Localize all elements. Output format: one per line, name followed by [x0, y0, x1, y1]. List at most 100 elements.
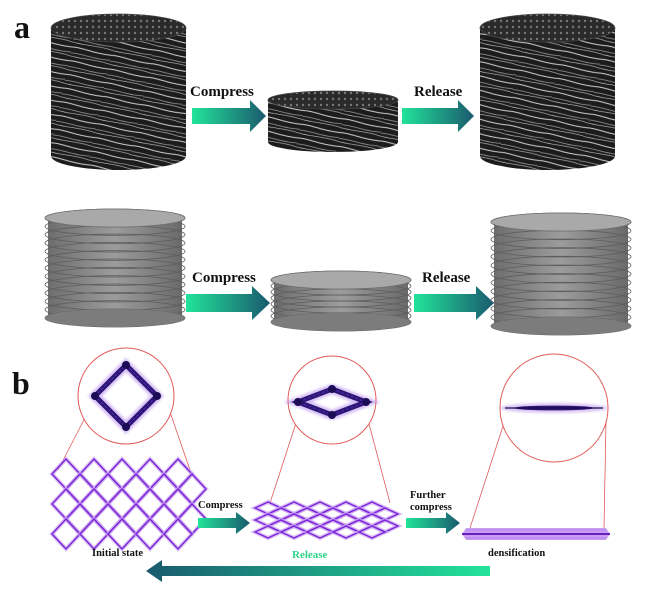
compress-label-row1: Compress — [190, 84, 254, 100]
cylinder-layer — [490, 264, 632, 284]
mesh-cell — [331, 525, 361, 539]
mesh-node — [328, 385, 336, 393]
mesh-node — [328, 411, 336, 419]
zoom-mesh-line — [500, 403, 608, 413]
mesh-cell — [357, 525, 387, 539]
panel-label-b: b — [12, 365, 30, 401]
mesh-cell-glow — [63, 471, 97, 507]
initial-state-label: Initial state — [92, 548, 143, 559]
further-label-line2: compress — [410, 502, 452, 513]
release-label-b: Release — [292, 549, 328, 561]
mesh-cell — [107, 517, 137, 551]
mesh-cell — [163, 487, 193, 521]
mesh-cell-glow — [77, 456, 111, 492]
mesh-cell — [163, 517, 193, 551]
mesh-cell-glow — [91, 471, 125, 507]
mesh-cell-glow — [133, 486, 167, 522]
cylinder-layer — [490, 255, 632, 275]
mesh-cell — [149, 502, 179, 536]
mesh-cell-glow — [49, 516, 83, 552]
release-arrow-b — [146, 560, 490, 582]
mesh-cell-glow — [63, 501, 97, 537]
mesh-cell-glow — [105, 516, 139, 552]
release-arrow-row2 — [414, 286, 494, 320]
zoom-compressed — [269, 355, 391, 504]
cylinder-layer — [44, 233, 186, 253]
mesh-node — [153, 392, 161, 400]
mesh-cell — [107, 457, 137, 491]
cylinder-layer — [44, 283, 186, 303]
mesh-node — [122, 361, 130, 369]
mesh-cell — [121, 502, 151, 536]
mesh-node — [122, 423, 130, 431]
cylinder-layer — [44, 250, 186, 270]
release-arrow-row1 — [402, 100, 474, 132]
mesh-cell — [107, 487, 137, 521]
cylinder-layer — [44, 258, 186, 278]
mesh-cell — [51, 457, 81, 491]
mesh-cell — [149, 472, 179, 506]
further-compress-arrow — [406, 512, 460, 534]
further-label-line1: Further — [410, 490, 446, 501]
cylinder-layer — [490, 247, 632, 267]
mesh-cell — [135, 457, 165, 491]
mesh-cell-glow — [161, 516, 195, 552]
mesh-cell — [65, 472, 95, 506]
mesh-cell-glow — [105, 486, 139, 522]
mesh-cell-glow — [133, 516, 167, 552]
mesh-cell-glow — [119, 501, 153, 537]
compress-label-b: Compress — [198, 500, 243, 511]
mesh-cell — [65, 502, 95, 536]
zoom-mesh-diamond — [87, 357, 165, 435]
mesh-cell-glow — [77, 516, 111, 552]
mesh-node — [294, 398, 302, 406]
mesh-cell — [93, 502, 123, 536]
mesh-cell-glow — [77, 486, 111, 522]
release-label-row1: Release — [414, 84, 463, 100]
mesh-cell-glow — [161, 486, 195, 522]
model-cylinder-initial — [44, 208, 186, 328]
mesh-cell-glow — [354, 523, 390, 541]
model-cylinder-compressed — [270, 270, 412, 332]
sem-cylinder-recovered — [479, 13, 616, 170]
mesh-cell-glow — [49, 486, 83, 522]
cylinder-layer — [490, 273, 632, 293]
mesh-cell — [305, 525, 335, 539]
mesh-cell-glow — [91, 501, 125, 537]
mesh-cell — [79, 487, 109, 521]
mesh-compressed-state — [250, 499, 403, 541]
zoom-densified — [469, 353, 609, 529]
model-cylinder-recovered — [490, 212, 632, 336]
cylinder-layer — [44, 275, 186, 295]
mesh-node — [362, 398, 370, 406]
mesh-cell-glow — [147, 501, 181, 537]
compress-arrow-row2 — [186, 286, 270, 320]
compress-arrow-row1 — [192, 100, 266, 132]
cylinder-layer — [490, 238, 632, 258]
sem-cylinder-compressed — [267, 90, 399, 152]
panel-label-a: a — [14, 9, 30, 45]
compress-arrow-b — [198, 512, 250, 534]
mesh-cell — [79, 457, 109, 491]
mesh-cell — [51, 487, 81, 521]
mesh-cell-glow — [147, 471, 181, 507]
mesh-cell-glow — [133, 456, 167, 492]
mesh-cell — [79, 517, 109, 551]
cylinder-layer — [490, 281, 632, 301]
mesh-cell — [135, 517, 165, 551]
zoom-initial — [57, 347, 191, 471]
mesh-cell — [121, 472, 151, 506]
mesh-node — [91, 392, 99, 400]
cylinder-layer — [490, 290, 632, 310]
mesh-cell — [135, 487, 165, 521]
densification-label: densification — [488, 548, 545, 559]
mesh-initial-state — [49, 456, 209, 552]
cylinder-layer — [44, 266, 186, 286]
sem-cylinder-initial — [50, 13, 187, 170]
cylinder-layer — [44, 241, 186, 261]
mesh-cell — [51, 517, 81, 551]
release-label-row2: Release — [422, 270, 471, 286]
mesh-cell-glow — [119, 471, 153, 507]
mesh-cell — [253, 525, 283, 539]
